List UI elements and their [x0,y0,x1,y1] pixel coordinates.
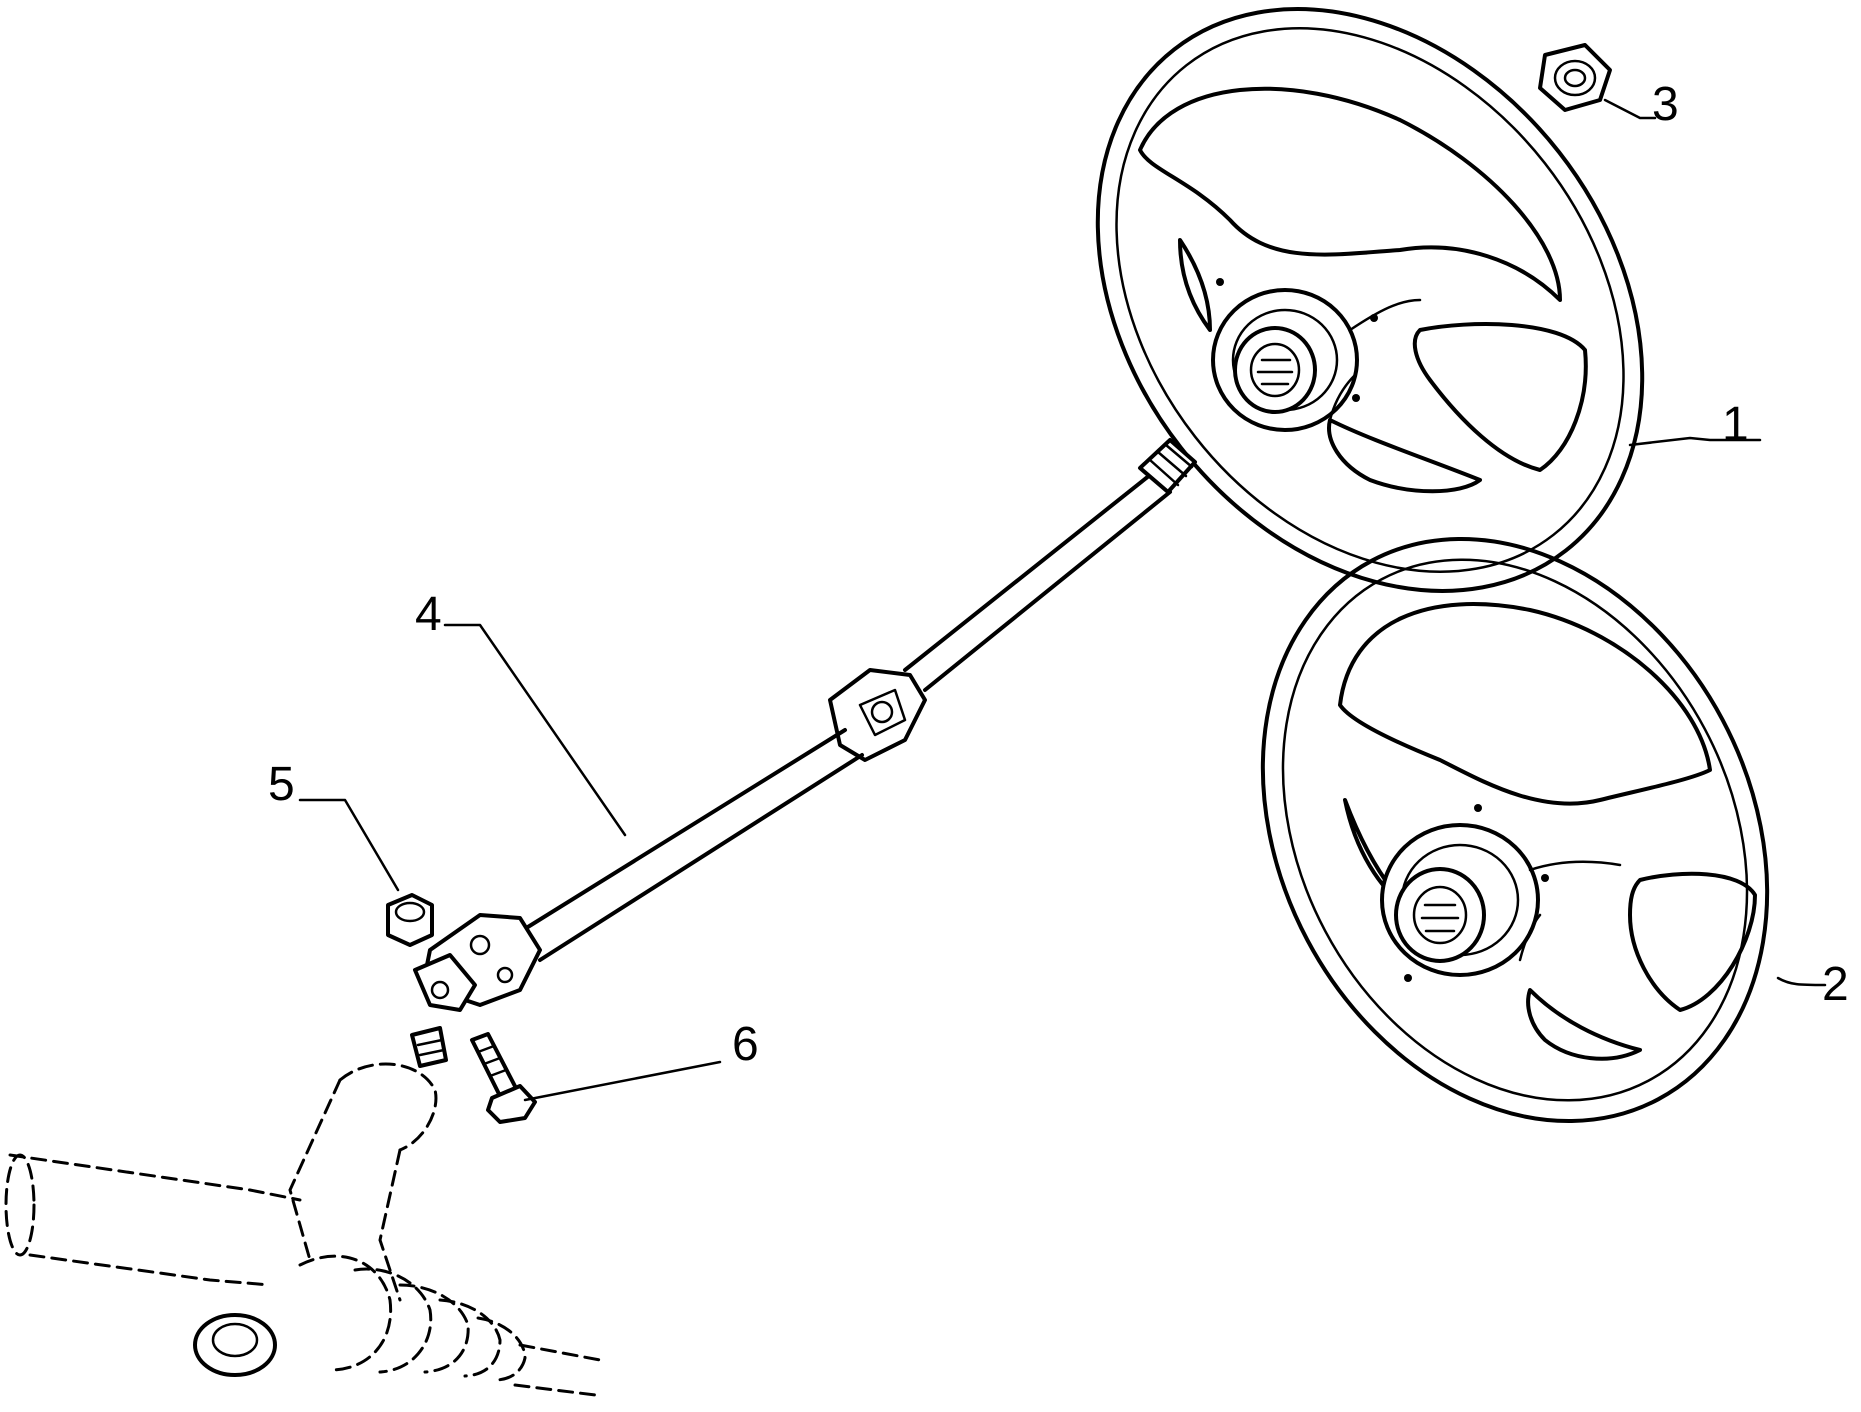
callout-leaders [298,98,1827,1102]
steering-wheel-2 [1260,536,1770,1124]
lock-nut-5 [386,893,434,947]
callout-3: 3 [1652,78,1679,131]
callout-6: 6 [732,1018,759,1071]
callout-4: 4 [415,588,442,641]
hex-nut-3 [1538,43,1612,112]
callout-5: 5 [268,758,295,811]
steering-wheel-1 [1095,7,1645,593]
callout-1: 1 [1722,398,1749,451]
steering-rack [4,1026,602,1397]
steering-shaft-4 [413,438,1197,1012]
callout-2: 2 [1822,958,1849,1011]
bolt-6 [470,1032,537,1124]
